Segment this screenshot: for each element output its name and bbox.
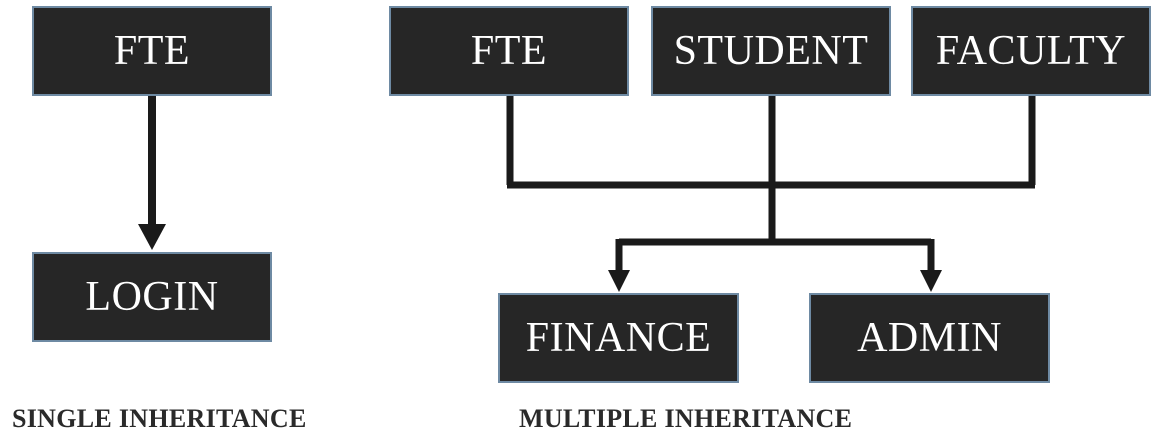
single-parent-fte-box: FTE <box>32 6 272 96</box>
multi-parent-fte-box: FTE <box>389 6 629 96</box>
single-inheritance-caption: SINGLE INHERITANCE <box>12 404 307 433</box>
box-label: ADMIN <box>857 315 1002 361</box>
arrowhead-icon <box>920 270 942 292</box>
box-label: FINANCE <box>525 315 712 361</box>
single-child-login-box: LOGIN <box>32 252 272 342</box>
box-label: FACULTY <box>935 28 1127 74</box>
multi-parent-faculty-box: FACULTY <box>911 6 1151 96</box>
box-label: STUDENT <box>673 28 869 74</box>
arrowhead-icon <box>138 224 166 250</box>
box-label: FTE <box>113 28 191 74</box>
box-label: LOGIN <box>85 274 219 320</box>
multi-child-finance-box: FINANCE <box>498 293 739 383</box>
multi-parent-student-box: STUDENT <box>651 6 891 96</box>
arrowhead-icon <box>608 270 630 292</box>
single-inheritance-arrow <box>138 96 166 250</box>
multiple-inheritance-connectors <box>506 96 1036 270</box>
multi-child-admin-box: ADMIN <box>809 293 1050 383</box>
box-label: FTE <box>470 28 548 74</box>
multiple-inheritance-caption: MULTIPLE INHERITANCE <box>519 404 853 433</box>
